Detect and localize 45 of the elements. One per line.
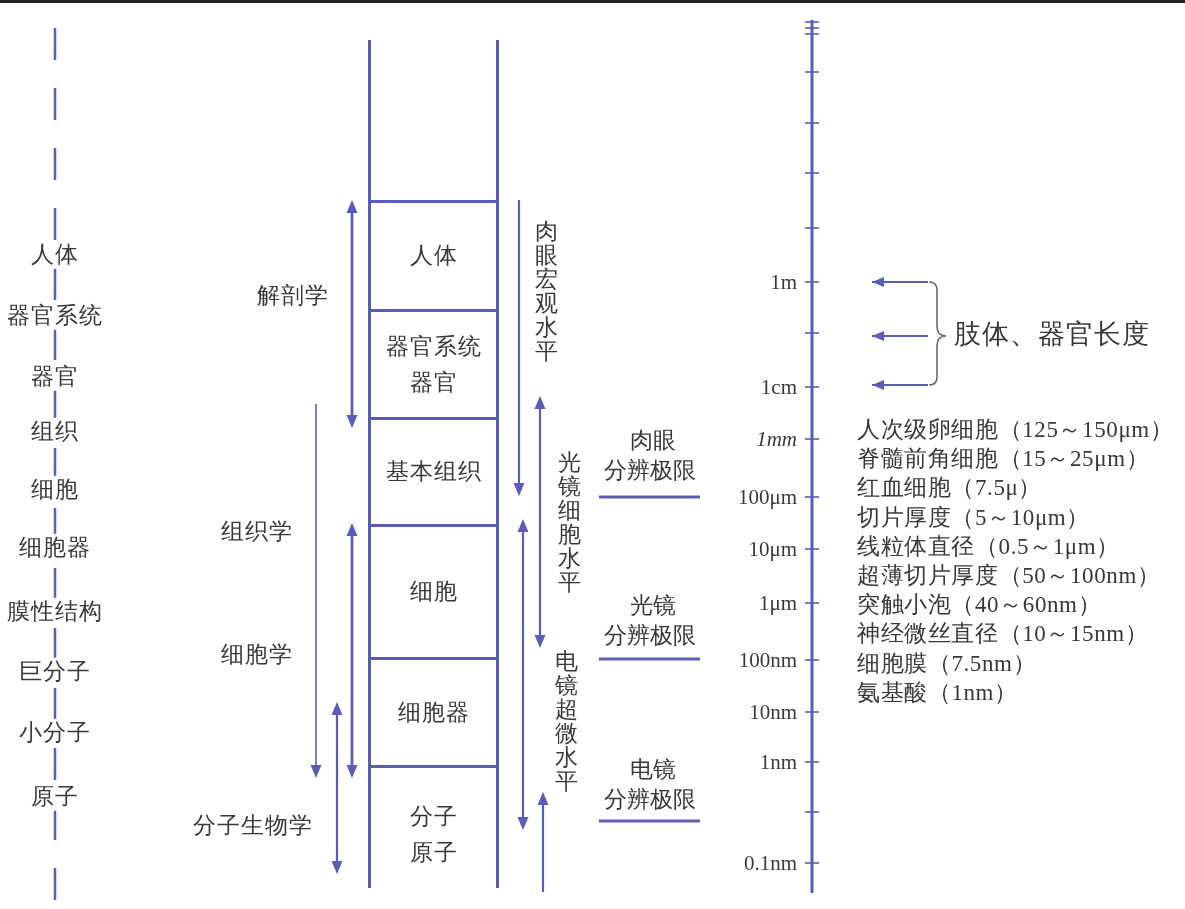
- cell-text: 器官: [409, 368, 458, 397]
- annotation-text: 肢体、器官长度: [954, 318, 1150, 351]
- scale-label: 1m: [770, 269, 797, 295]
- size-note: 神经微丝直径（10～15nm）: [857, 621, 1149, 648]
- cell-text: 细胞: [409, 578, 458, 606]
- size-note: 线粒体直径（0.5～1μm）: [857, 533, 1120, 560]
- discipline-label: 组织学: [221, 518, 293, 546]
- scale-label: 1nm: [759, 749, 797, 775]
- size-note: 氨基酸（1nm）: [857, 679, 1018, 706]
- scale-label: 1mm: [756, 426, 797, 452]
- size-note: 突触小泡（40～60nm）: [857, 591, 1102, 619]
- scale-label: 1cm: [760, 374, 797, 400]
- cell-text: 分子: [409, 803, 458, 831]
- cell-text: 原子: [409, 839, 458, 867]
- vertical-label: 肉眼宏观水平: [534, 220, 560, 364]
- leader-arrow: [871, 277, 929, 287]
- vertical-label: 电镜超微水平: [554, 650, 580, 794]
- discipline-label: 分子生物学: [193, 812, 313, 840]
- hierarchy-label: 器官系统: [5, 301, 105, 331]
- size-note: 红血细胞（7.5μ）: [857, 475, 1043, 502]
- scale-label: 1μm: [758, 590, 797, 616]
- scale-label: 10nm: [749, 699, 797, 725]
- discipline-label: 解剖学: [257, 282, 329, 310]
- scale-label: 0.1nm: [743, 850, 797, 876]
- vertical-label: 光镜细胞水平: [557, 451, 583, 595]
- scale-label: 10μm: [748, 536, 797, 562]
- leader-arrow: [871, 331, 929, 341]
- ladder-column: [368, 40, 499, 888]
- size-note: 人次级卵细胞（125～150μm）: [857, 416, 1174, 444]
- limit-label: 光镜分辨极限: [603, 592, 697, 650]
- scale-label: 100nm: [738, 647, 797, 673]
- size-note: 切片厚度（5～10μm）: [857, 504, 1090, 531]
- cell-text: 细胞器: [397, 698, 470, 727]
- scale-label: 100μm: [737, 484, 797, 510]
- cell-text: 器官系统: [385, 332, 482, 361]
- limit-label: 肉眼分辨极限: [603, 427, 697, 485]
- size-note: 细胞膜（7.5nm）: [857, 650, 1037, 677]
- discipline-label: 细胞学: [221, 641, 293, 669]
- size-note: 超薄切片厚度（50～100nm）: [857, 562, 1161, 590]
- cell-text: 基本组织: [385, 458, 482, 486]
- cell-text: 人体: [409, 242, 458, 270]
- limit-label: 电镜分辨极限: [603, 756, 697, 814]
- size-note: 脊髓前角细胞（15～25μm）: [857, 445, 1150, 473]
- hierarchy-label: 人体: [29, 240, 81, 270]
- leader-arrow: [871, 380, 929, 390]
